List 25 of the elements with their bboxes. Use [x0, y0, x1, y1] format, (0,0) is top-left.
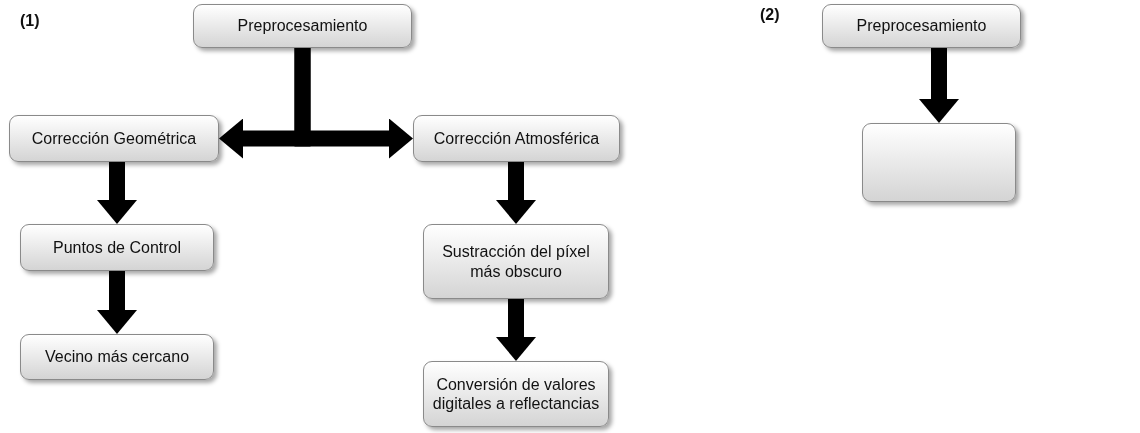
process-box	[413, 115, 620, 162]
arrow	[97, 271, 137, 334]
arrow	[97, 162, 137, 224]
process-box	[862, 123, 1016, 202]
panel-number: (1)	[20, 12, 40, 30]
process-box	[822, 4, 1021, 48]
node-text: Puntos de Control	[52, 237, 182, 258]
panel-number: (2)	[760, 6, 780, 24]
process-box	[423, 224, 609, 299]
node-text: Vecino más cercano	[44, 347, 190, 367]
process-box	[20, 224, 214, 271]
arrow	[919, 48, 959, 123]
process-box	[9, 115, 219, 162]
node-text: Sustracción del píxel más obscuro	[441, 242, 591, 281]
node-text: Corrección Geométrica	[31, 128, 197, 149]
node-text: Conversión de valores digitales a reflectancias	[431, 374, 601, 414]
node-text: Preprocesamiento	[856, 16, 987, 36]
node-text: Corrección Atmosférica	[433, 128, 600, 149]
arrow	[496, 299, 536, 361]
arrow	[496, 162, 536, 224]
process-box	[20, 334, 214, 380]
process-box	[193, 4, 412, 48]
arrow	[294, 48, 413, 159]
process-box	[423, 361, 609, 427]
node-text: Preprocesamiento	[237, 16, 368, 36]
